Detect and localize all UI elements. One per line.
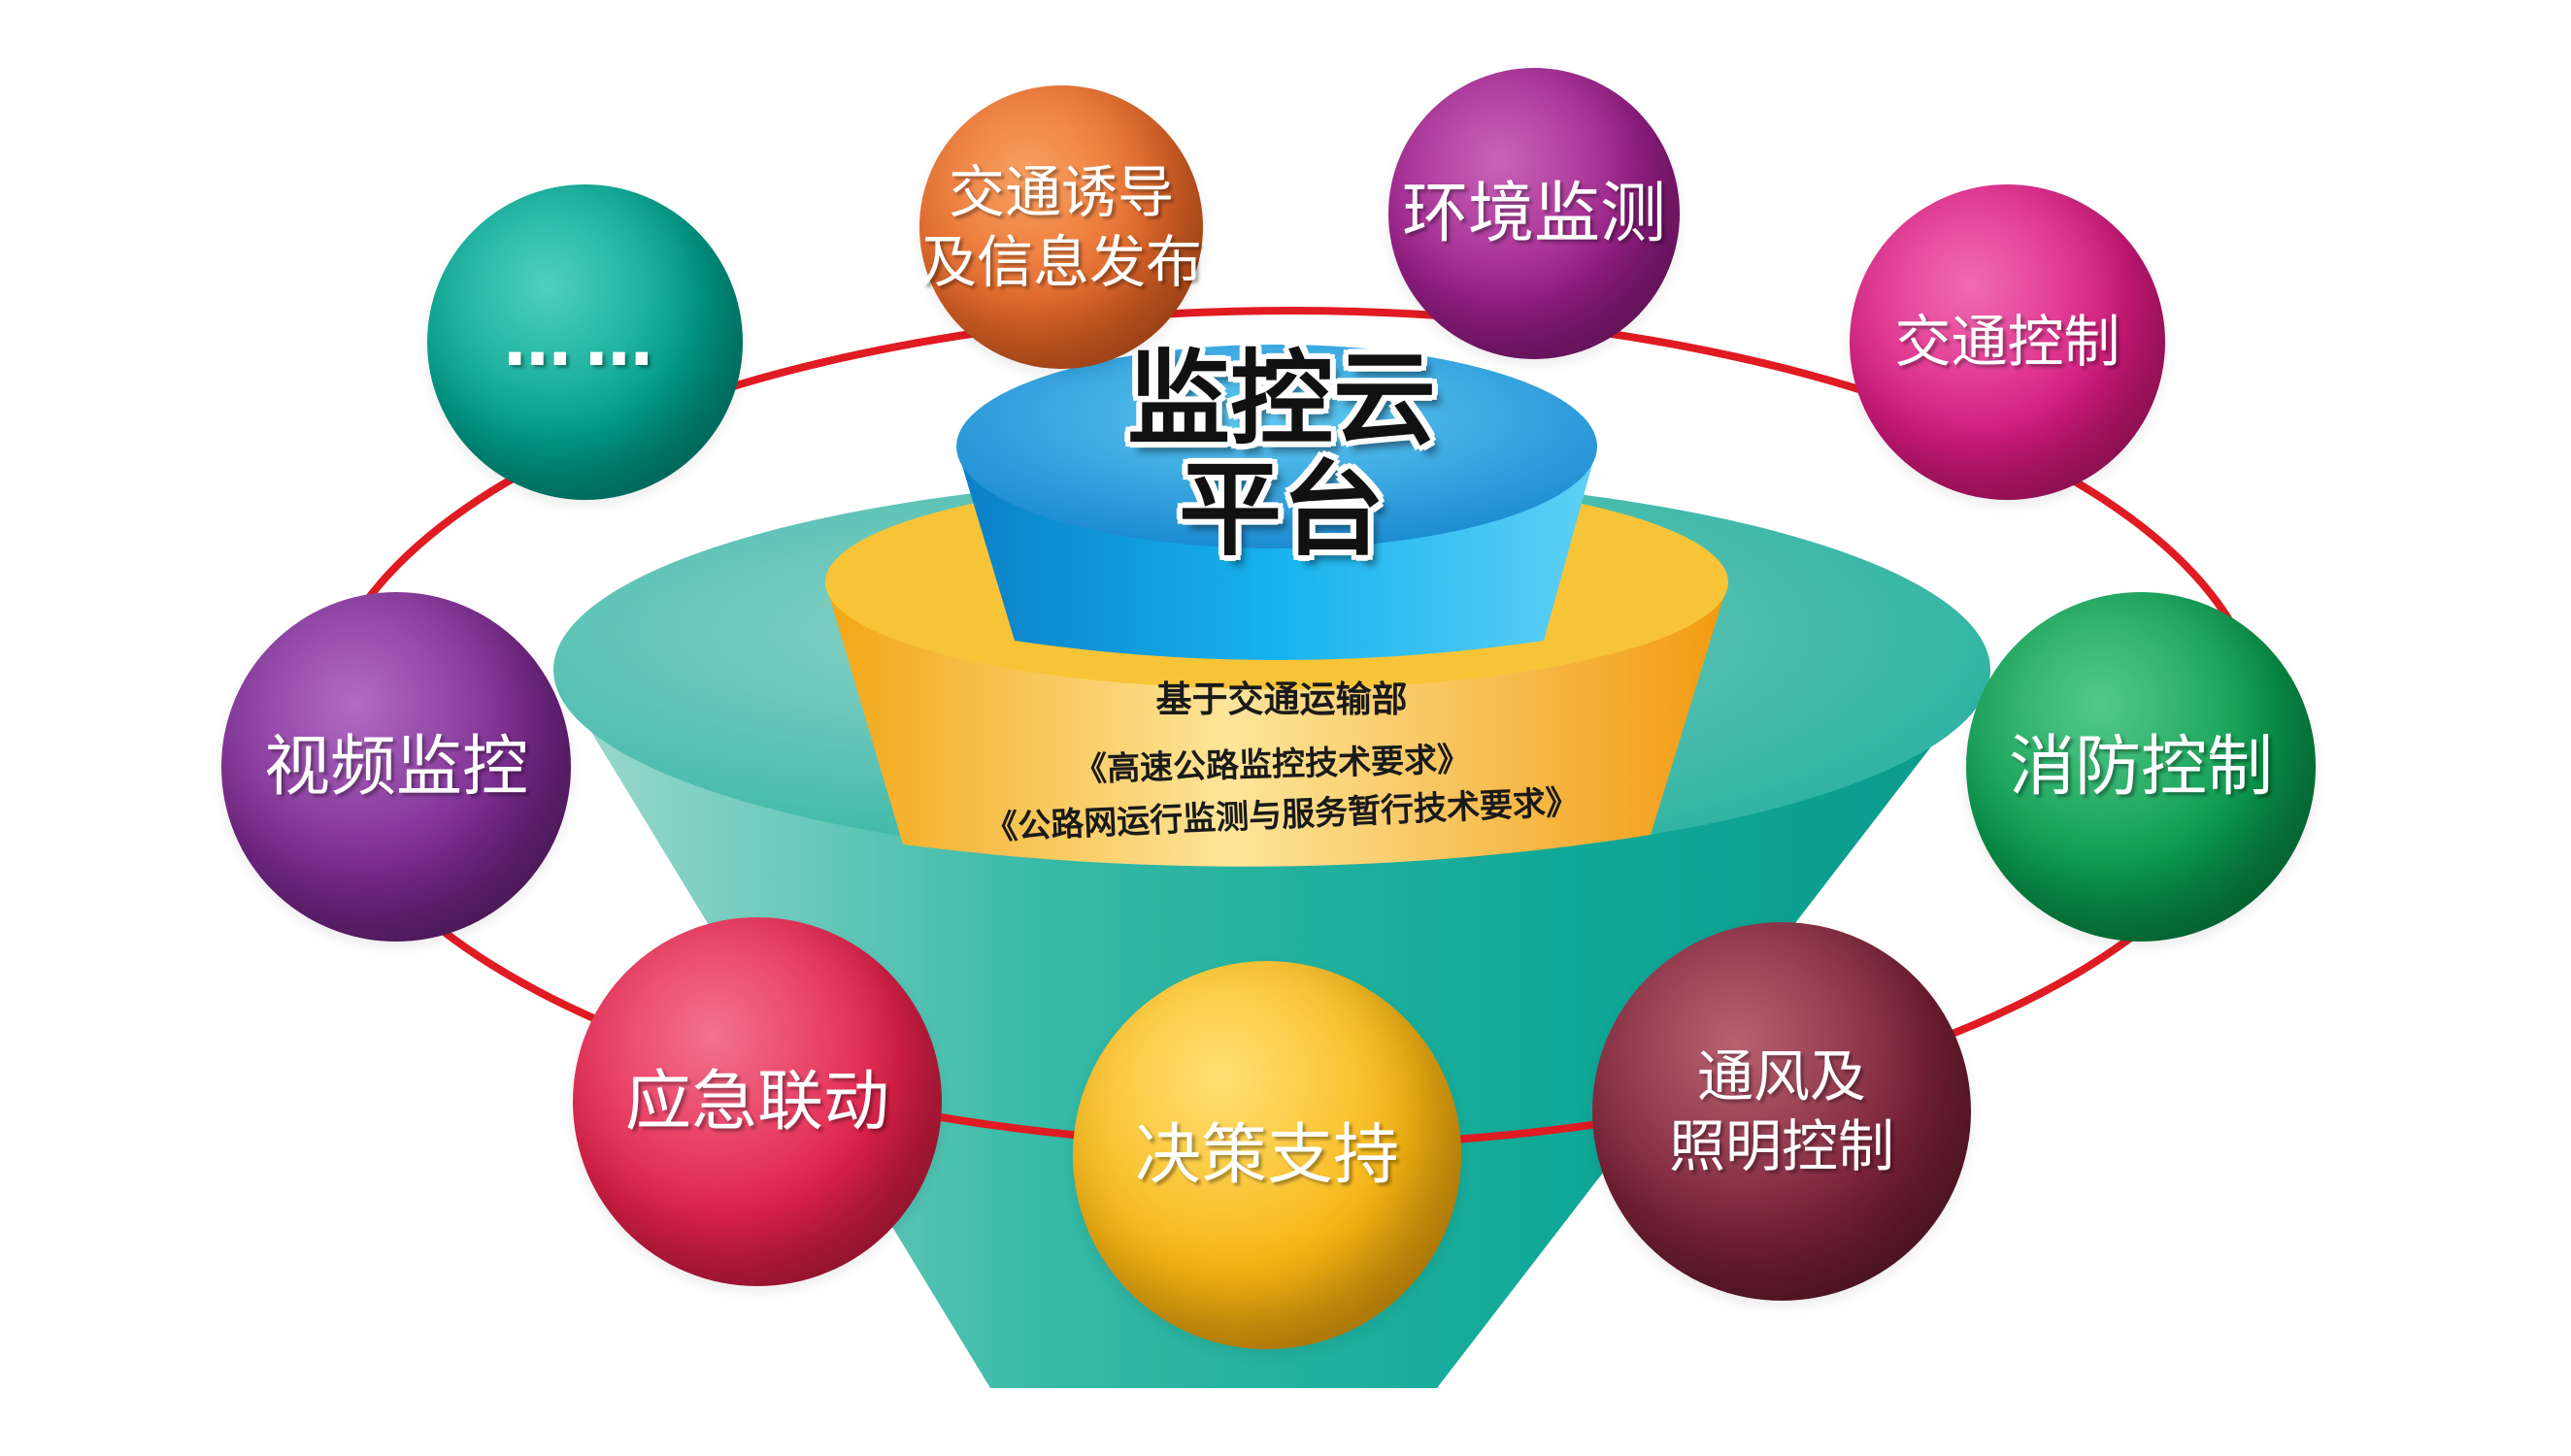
node-label: 决策支持 (1134, 1116, 1399, 1194)
node-environment-monitoring: 环境监测 (1388, 68, 1680, 359)
node-traffic-control: 交通控制 (1850, 184, 2165, 500)
node-label: 环境监测 (1401, 175, 1666, 252)
node-label: 通风及 照明控制 (1668, 1042, 1894, 1180)
node-decision-support: 决策支持 (1073, 961, 1461, 1349)
node-label: 交通控制 (1894, 309, 2120, 376)
platform-title: 监控云 平台 (1127, 340, 1436, 571)
node-label: 应急联动 (624, 1063, 889, 1141)
node-label: 视频监控 (263, 728, 528, 806)
node-label: …… (503, 301, 667, 381)
node-label: 交通诱导 及信息发布 (919, 158, 1202, 296)
node-traffic-guidance: 交通诱导 及信息发布 (919, 85, 1203, 369)
standards-intro: 基于交通运输部 (1155, 678, 1408, 720)
node-video-monitoring: 视频监控 (221, 592, 571, 942)
node-fire-control: 消防控制 (1966, 592, 2316, 942)
node-emergency-linkage: 应急联动 (573, 917, 942, 1286)
node-label: 消防控制 (2008, 728, 2273, 806)
node-more: …… (427, 184, 743, 500)
cloud-cylinder-top (956, 345, 1597, 548)
node-ventilation-lighting: 通风及 照明控制 (1592, 922, 1971, 1301)
